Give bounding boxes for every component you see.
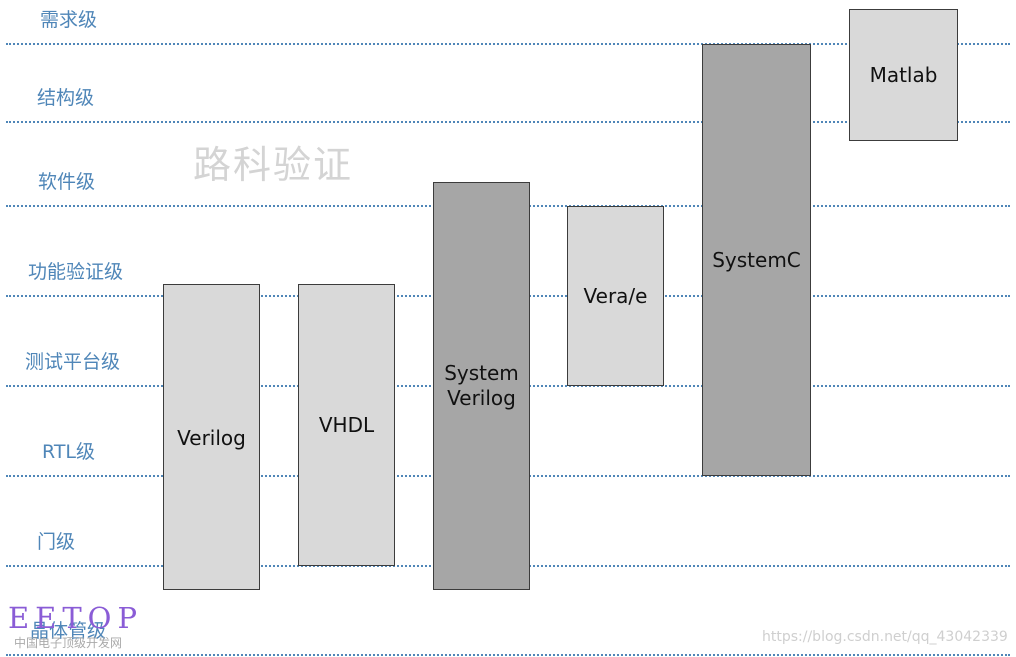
eetop-logo: EETOP — [8, 601, 143, 635]
level-label-requirement: 需求级 — [40, 9, 98, 31]
csdn-watermark: https://blog.csdn.net/qq_43042339 — [762, 629, 1008, 645]
level-label-structure: 结构级 — [37, 87, 95, 109]
level-divider — [6, 43, 1010, 45]
language-box-systemc: SystemC — [702, 44, 811, 476]
level-label-transistor: 晶体管级 — [30, 620, 107, 642]
level-label-rtl: RTL级 — [42, 441, 96, 463]
level-label-gate: 门级 — [37, 531, 76, 553]
eetop-subtitle: 中国电子顶级开发网 — [14, 636, 123, 650]
language-box-vera: Vera/e — [567, 206, 664, 386]
level-divider — [6, 121, 1010, 123]
language-box-systemverilog: System Verilog — [433, 182, 530, 590]
watermark-text: 路科验证 — [193, 143, 354, 187]
language-box-matlab: Matlab — [849, 9, 958, 141]
level-label-software: 软件级 — [38, 171, 96, 193]
level-label-functional-verification: 功能验证级 — [28, 261, 124, 283]
language-box-verilog: Verilog — [163, 284, 260, 590]
level-divider — [6, 654, 1010, 656]
level-label-testbench: 测试平台级 — [25, 351, 121, 373]
language-box-vhdl: VHDL — [298, 284, 395, 566]
